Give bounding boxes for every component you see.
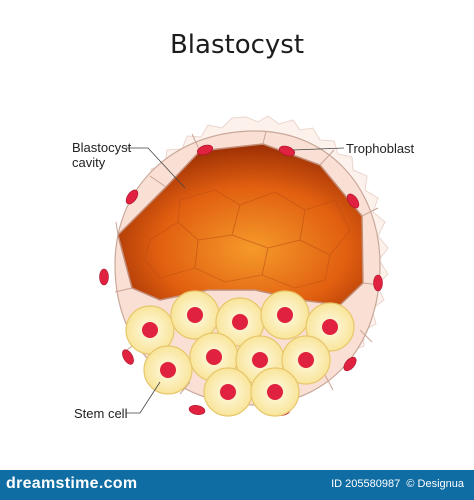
watermark-meta: ID 205580987 © Designua xyxy=(331,478,464,490)
stem-cell xyxy=(143,345,193,395)
cavity-leader-line xyxy=(126,147,186,189)
trophoblast-nucleus xyxy=(196,144,214,156)
trophoblast-nucleus xyxy=(278,145,296,157)
label-blastocyst-cavity: Blastocyst cavity xyxy=(72,140,131,170)
stem-cell xyxy=(203,367,253,417)
trophoblast-nucleus xyxy=(343,356,357,372)
label-stem-cell: Stem cell xyxy=(74,406,128,421)
trophoblast-nucleus xyxy=(346,193,360,209)
label-cavity-line2: cavity xyxy=(72,155,106,170)
label-trophoblast: Trophoblast xyxy=(346,141,415,156)
stem-cell xyxy=(260,290,310,340)
trophoblast-nucleus xyxy=(125,189,139,205)
stem-cell xyxy=(215,297,265,347)
trophoblast-leader-line xyxy=(292,147,345,151)
cavity-cell-outlines xyxy=(144,189,351,289)
diagram-title: Blastocyst xyxy=(169,30,305,60)
trophoblast-nucleus xyxy=(122,349,134,365)
inner-cell-mass xyxy=(125,290,355,417)
stem-cell xyxy=(250,367,300,417)
watermark-site: dreamstime.com xyxy=(6,475,138,492)
stem-cell xyxy=(170,290,220,340)
trophoblast-nucleus xyxy=(99,268,109,286)
stem-cell xyxy=(125,305,175,355)
watermark-footer: dreamstime.com ID 205580987 © Designua xyxy=(0,470,474,500)
blastocyst-cavity xyxy=(117,143,364,306)
blastocyst-diagram xyxy=(99,115,389,417)
leader-lines xyxy=(126,147,345,414)
trophoblast-nucleus xyxy=(188,405,206,415)
stem-cell xyxy=(281,335,331,385)
label-cavity-line1: Blastocyst xyxy=(72,140,132,155)
trophoblast-nucleus xyxy=(373,274,383,292)
watermark-id: ID 205580987 xyxy=(331,478,401,490)
watermark-author: © Designua xyxy=(406,478,464,490)
stem-cell-leader-line xyxy=(126,381,161,414)
